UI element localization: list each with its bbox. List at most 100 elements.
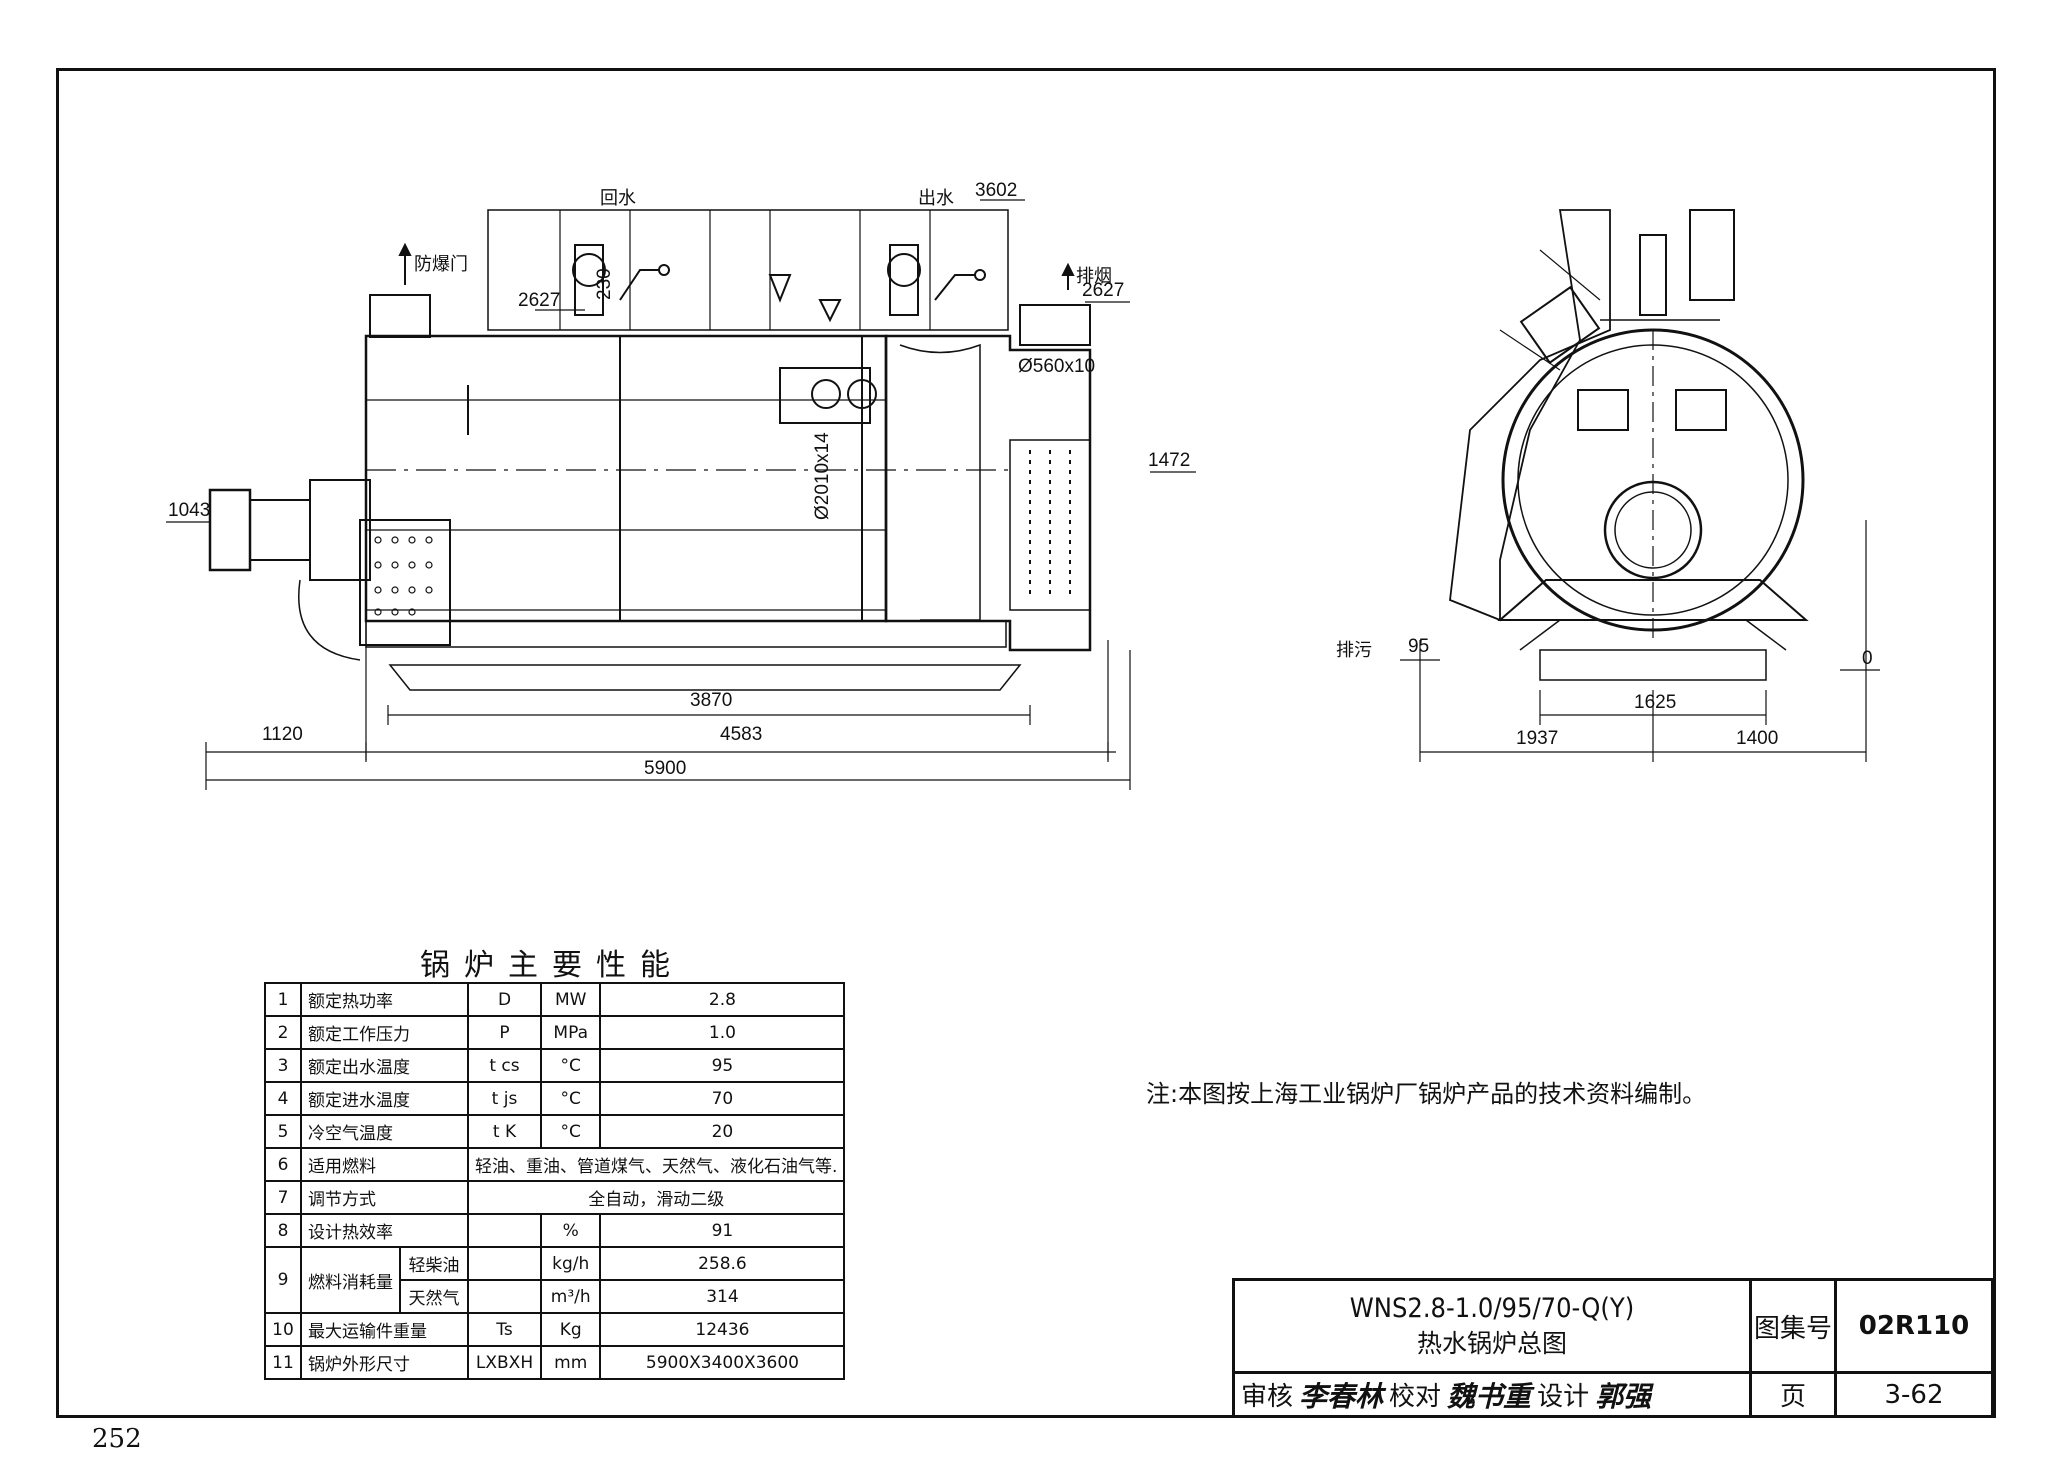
row-symbol: t js xyxy=(467,1081,542,1116)
row-number: 6 xyxy=(264,1147,302,1182)
row-unit: °C xyxy=(539,1081,602,1116)
atlas-label: 图集号 xyxy=(1749,1278,1837,1374)
row-number: 8 xyxy=(264,1213,302,1248)
row-unit: m³/h xyxy=(539,1279,602,1314)
row-symbol: D xyxy=(467,982,542,1017)
page-label: 页 xyxy=(1749,1371,1837,1418)
signature-row: 审核 李春林 校对 魏书重 设计 郭强 xyxy=(1232,1371,1837,1418)
row-number: 7 xyxy=(264,1180,302,1215)
row-value: 314 xyxy=(599,1279,846,1314)
row-value: 1.0 xyxy=(599,1015,846,1050)
label-exhaust: 排烟 xyxy=(1076,266,1112,287)
row-number: 4 xyxy=(264,1081,302,1116)
row-symbol: t cs xyxy=(467,1048,542,1083)
row-value: 95 xyxy=(599,1048,846,1083)
side-view xyxy=(166,199,1196,790)
dim-1400: 1400 xyxy=(1736,728,1778,749)
review-label: 审核 xyxy=(1241,1382,1294,1412)
row-item: 调节方式 xyxy=(300,1180,469,1215)
atlas-number: 02R110 xyxy=(1834,1278,1994,1374)
page-number: 252 xyxy=(92,1424,142,1454)
row-value: 2.8 xyxy=(599,982,846,1017)
review-signature: 李春林 xyxy=(1299,1379,1384,1413)
check-signature: 魏书重 xyxy=(1447,1379,1532,1413)
dim-5900: 5900 xyxy=(644,758,686,779)
row-unit: MPa xyxy=(539,1015,602,1050)
row-unit: % xyxy=(539,1213,602,1248)
row-value: 轻油、重油、管道煤气、天然气、液化石油气等. xyxy=(466,1147,846,1182)
row-symbol: LXBXH xyxy=(467,1345,542,1380)
drawing-frame xyxy=(56,68,1996,1418)
row-symbol xyxy=(467,1213,542,1248)
row-symbol xyxy=(467,1279,542,1314)
row-unit: Kg xyxy=(539,1312,602,1347)
row-symbol: t K xyxy=(467,1114,542,1149)
row-number: 9 xyxy=(264,1246,302,1314)
row-value: 91 xyxy=(599,1213,846,1248)
label-outlet-water: 出水 xyxy=(918,188,954,209)
dim-flue: Ø560x10 xyxy=(1018,356,1095,377)
row-unit: MW xyxy=(539,982,602,1017)
dim-side-level: 1472 xyxy=(1148,450,1190,471)
dim-1625: 1625 xyxy=(1634,692,1676,713)
row-symbol: P xyxy=(467,1015,542,1050)
design-signature: 郭强 xyxy=(1595,1379,1652,1413)
dim-3870: 3870 xyxy=(690,690,732,711)
perf-table-title: 锅炉主要性能 xyxy=(420,948,684,983)
dim-1120: 1120 xyxy=(262,724,303,745)
row-item: 设计热效率 xyxy=(300,1213,469,1248)
row-value: 70 xyxy=(599,1081,846,1116)
label-return-water: 回水 xyxy=(600,188,636,209)
design-label: 设计 xyxy=(1537,1382,1590,1412)
dim-burner-level: 1043 xyxy=(168,500,210,521)
title-block: WNS2.8-1.0/95/70-Q(Y) 热水锅炉总图 图集号 02R110 … xyxy=(1232,1278,1994,1418)
label-blowdown: 排污 xyxy=(1336,640,1372,661)
page-number-cell: 3-62 xyxy=(1834,1371,1994,1418)
row-unit: °C xyxy=(539,1114,602,1149)
row-number: 10 xyxy=(264,1312,302,1347)
row-unit: °C xyxy=(539,1048,602,1083)
dim-ground: 0 xyxy=(1862,648,1873,669)
dim-nozzle: 230 xyxy=(594,268,615,300)
row-item: 燃料消耗量 xyxy=(300,1246,401,1314)
row-unit: kg/h xyxy=(539,1246,602,1281)
row-number: 2 xyxy=(264,1015,302,1050)
row-number: 11 xyxy=(264,1345,302,1380)
title-box: WNS2.8-1.0/95/70-Q(Y) 热水锅炉总图 xyxy=(1232,1278,1752,1374)
dim-flange-left: 2627 xyxy=(518,290,560,311)
row-subitem: 轻柴油 xyxy=(399,1246,469,1281)
dim-flange-right: 2627 xyxy=(1082,280,1124,301)
dim-blowdown-level: 95 xyxy=(1408,636,1429,657)
row-subitem: 天然气 xyxy=(399,1279,469,1314)
row-symbol: Ts xyxy=(467,1312,542,1347)
row-item: 锅炉外形尺寸 xyxy=(300,1345,469,1380)
note-text: 注:本图按上海工业锅炉厂锅炉产品的技术资料编制。 xyxy=(1146,1080,1707,1108)
label-explosion-door: 防爆门 xyxy=(414,254,468,275)
row-item: 额定热功率 xyxy=(300,982,469,1017)
row-value: 12436 xyxy=(599,1312,846,1347)
row-value: 全自动，滑动二级 xyxy=(466,1180,846,1215)
row-value: 20 xyxy=(599,1114,846,1149)
row-unit: mm xyxy=(539,1345,602,1380)
row-symbol xyxy=(467,1246,542,1281)
row-item: 额定出水温度 xyxy=(300,1048,469,1083)
dim-1937: 1937 xyxy=(1516,728,1558,749)
dim-shell: Ø2010x14 xyxy=(812,432,833,520)
drawing-name: 热水锅炉总图 xyxy=(1416,1329,1567,1358)
dim-4583: 4583 xyxy=(720,724,762,745)
check-label: 校对 xyxy=(1389,1382,1442,1412)
row-item: 额定工作压力 xyxy=(300,1015,469,1050)
row-number: 1 xyxy=(264,982,302,1017)
